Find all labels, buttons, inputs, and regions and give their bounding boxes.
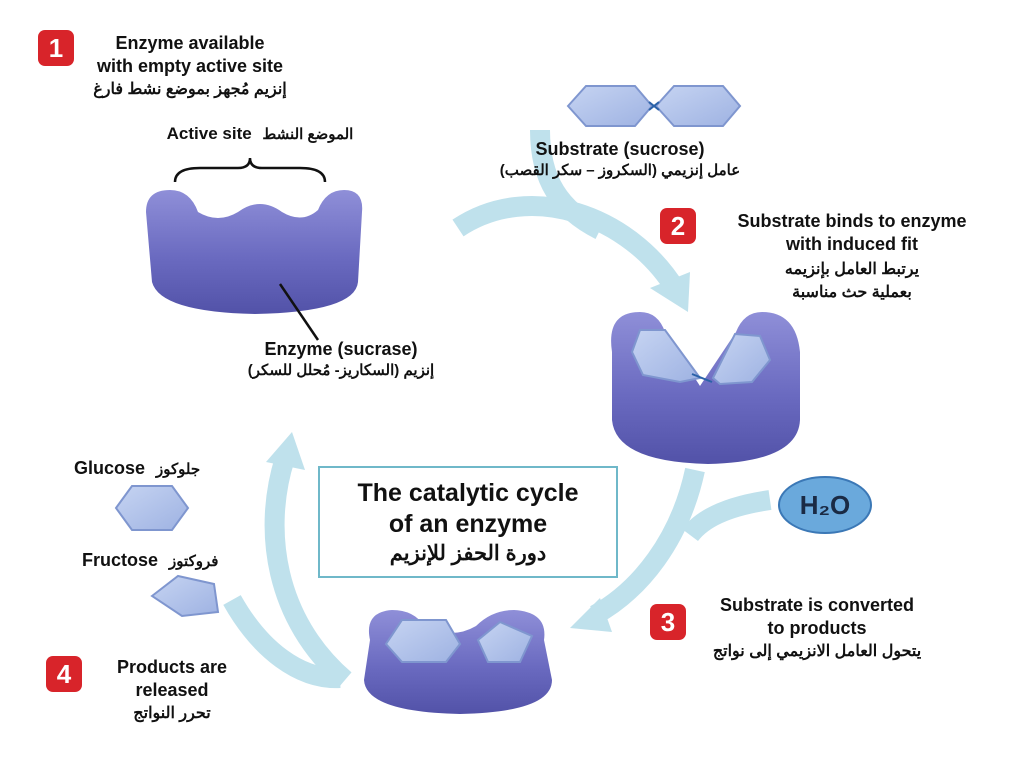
substrate-en: Substrate (sucrose) <box>535 139 705 159</box>
step-4-caption: Products are released تحرر النواتج <box>92 656 252 725</box>
enzyme-label: Enzyme (sucrase) إنزيم (السكاريز- مُحلل … <box>216 338 466 382</box>
glucose-ar: جلوكوز <box>156 461 201 478</box>
title-line1: The catalytic cycle <box>357 479 579 507</box>
step-1-en-line2: with empty active site <box>96 56 284 76</box>
cycle-arrow-3-to-1 <box>264 432 352 688</box>
substrate-ar: عامل إنزيمي (السكروز – سكر القصب) <box>499 162 741 179</box>
step-2-en-line2: with induced fit <box>786 234 918 254</box>
glucose-label: Glucose جلوكوز <box>74 458 244 479</box>
substrate-label: Substrate (sucrose) عامل إنزيمي (السكروز… <box>470 138 770 182</box>
step-3-en-line1: Substrate is converted <box>719 595 915 615</box>
enzyme-en: Enzyme (sucrase) <box>264 339 418 359</box>
step-1-en-line1: Enzyme available <box>115 33 265 53</box>
fructose-molecule <box>150 574 220 618</box>
step-2-ar-line1: يرتبط العامل بإنزيمه <box>784 261 920 278</box>
fructose-label: Fructose فروكتوز <box>82 550 262 571</box>
step-2-en-line1: Substrate binds to enzyme <box>737 211 967 231</box>
step-3-ar: يتحول العامل الانزيمي إلى نواتج <box>712 643 922 660</box>
step-4-badge: 4 <box>46 656 82 692</box>
fructose-ar: فروكتوز <box>169 553 219 570</box>
water-label: H₂O <box>799 490 851 520</box>
step-1-caption: Enzyme available with empty active site … <box>60 32 320 101</box>
step-1-ar: إنزيم مُجهز بموضع نشط فارغ <box>93 81 287 98</box>
step-4-en-line1: Products are <box>116 657 228 677</box>
enzyme-substrate-complex <box>611 312 800 464</box>
active-site-label: Active site الموضع النشط <box>140 124 380 144</box>
substrate-sucrose <box>566 85 742 127</box>
step-3-en-line2: to products <box>767 618 867 638</box>
glucose-molecule <box>114 485 190 531</box>
glucose-en: Glucose <box>74 458 146 478</box>
step-4-ar: تحرر النواتج <box>133 705 211 722</box>
substrate-entry-arrow <box>530 129 605 239</box>
step-2-ar-line2: بعملية حث مناسبة <box>792 284 912 301</box>
active-site-en: Active site <box>166 124 252 143</box>
water-entry-arrow <box>682 490 772 542</box>
fructose-en: Fructose <box>82 550 159 570</box>
title-ar: دورة الحفز للإنزيم <box>389 542 547 565</box>
step-2-caption: Substrate binds to enzyme with induced f… <box>700 210 1004 304</box>
active-site-ar: الموضع النشط <box>262 126 354 143</box>
step-3-caption: Substrate is converted to products يتحول… <box>690 594 944 663</box>
product-release-arrow <box>223 595 341 689</box>
step-3-badge: 3 <box>650 604 686 640</box>
step-1-badge: 1 <box>38 30 74 66</box>
diagram-title-box: The catalytic cycle of an enzyme دورة ال… <box>318 466 618 578</box>
active-site-bracket <box>173 157 327 183</box>
title-line2: of an enzyme <box>388 510 548 538</box>
step-4-en-line2: released <box>135 680 209 700</box>
cycle-arrow-2-to-3 <box>570 467 705 632</box>
enzyme-with-products <box>364 610 552 714</box>
step-2-badge: 2 <box>660 208 696 244</box>
water-molecule <box>778 476 872 534</box>
enzyme-empty <box>146 190 363 341</box>
enzyme-ar: إنزيم (السكاريز- مُحلل للسكر) <box>247 362 435 379</box>
